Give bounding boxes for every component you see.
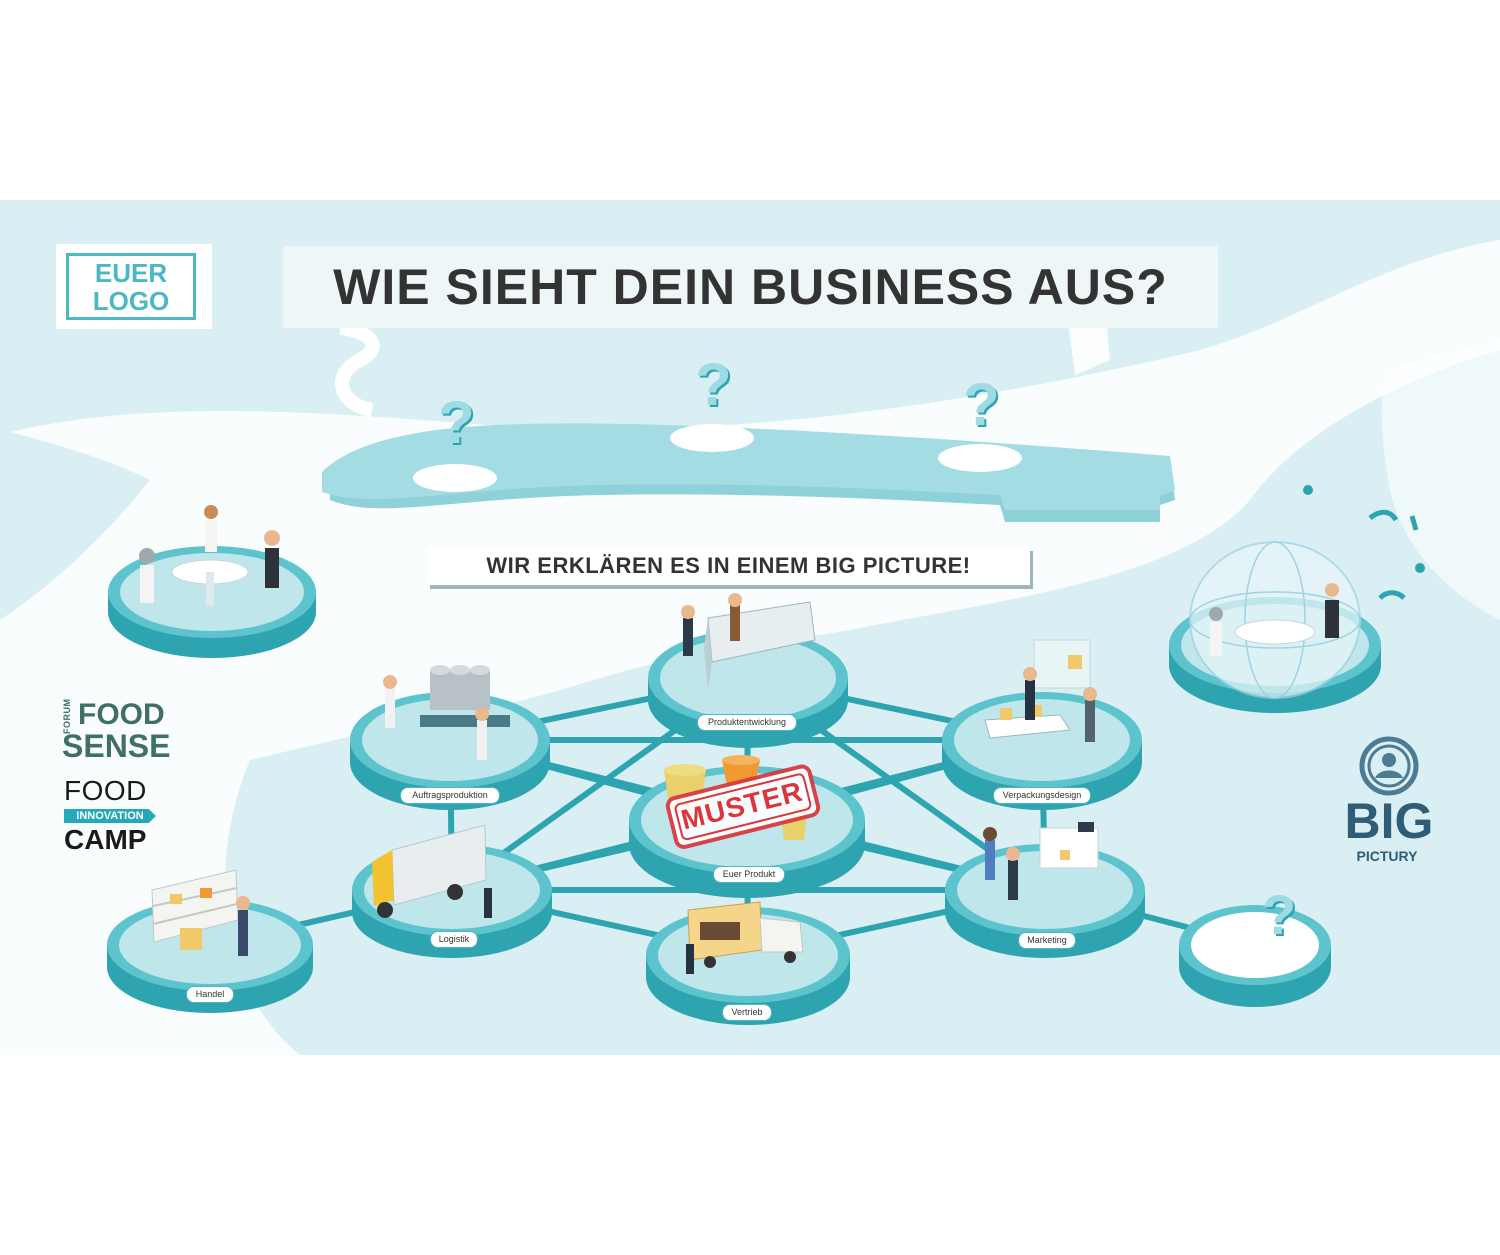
title-banner: WIE SIEHT DEIN BUSINESS AUS? [283,246,1218,328]
question-mark-4: ? [1262,883,1297,946]
node-label-produktentwicklung: Produktentwicklung [697,714,797,731]
steam-curl [335,321,380,417]
platform-marketing-top [957,851,1133,929]
page-subtitle: WIR ERKLÄREN ES IN EINEM BIG PICTURE! [486,553,971,578]
logo-placeholder: EUER LOGO [56,244,212,329]
marketing-studio [983,822,1099,900]
big-pictury-icon [1359,736,1419,796]
big-pictury-logo: BIG PICTURY [1334,736,1444,876]
food-innovation-camp-camp: CAMP [64,824,147,855]
forum-food-sense-logo: FORUM FOOD SENSE [62,698,170,763]
logo-line-1: EUER [94,257,168,288]
product-development-counter [681,593,816,690]
diagram-illustration [0,240,1500,1055]
forum-food-sense-sense: SENSE [62,728,171,764]
question-mark-3: ? [963,371,1000,438]
platform-question [1179,905,1331,1007]
truck [372,824,492,918]
food-truck [686,901,804,974]
forum-food-sense-food: FOOD [78,698,165,731]
face-silhouette [1381,340,1500,620]
subtitle-banner: WIR ERKLÄREN ES IN EINEM BIG PICTURE! [427,547,1030,585]
diagram-scene: ? ? ? ? EUER LOGO WIE SIEHT DEIN BUSINES… [0,200,1500,1055]
muster-stamp [665,764,821,849]
node-label-auftragsproduktion: Auftragsproduktion [400,787,500,804]
food-innovation-camp-innovation: INNOVATION [64,809,156,823]
page-title: WIE SIEHT DEIN BUSINESS AUS? [333,259,1168,315]
shop-shelf [151,869,250,956]
platform-question-top [1191,912,1319,978]
question-mark-2: ? [695,351,732,418]
big-pictury-pictury: PICTURY [1356,848,1418,864]
node-label-handel: Handel [186,986,234,1003]
food-innovation-camp-food: FOOD [64,775,147,806]
platform-produktentwicklung-top [660,637,836,719]
node-label-verpackungsdesign: Verpackungsdesign [993,787,1091,804]
packaging-design-table [984,639,1097,742]
top-platform [322,423,1175,510]
platform-produktentwicklung [648,630,848,748]
node-label-marketing: Marketing [1018,932,1076,949]
big-pictury-big: BIG [1344,793,1434,849]
question-disc-3 [938,444,1022,472]
logo-line-2: LOGO [92,285,170,316]
question-disc-2 [670,424,754,452]
table-scene-left [139,505,280,606]
question-mark-1: ? [438,389,475,456]
globe-scene-right [1189,485,1425,699]
production-machines [383,665,510,760]
node-label-vertrieb: Vertrieb [722,1004,772,1021]
platform-auftragsproduktion [350,692,550,810]
node-label-euer-produkt: Euer Produkt [713,866,785,883]
question-disc-1 [413,464,497,492]
node-label-logistik: Logistik [430,931,478,948]
food-innovation-camp-logo: FOOD INNOVATION CAMP [64,777,164,857]
